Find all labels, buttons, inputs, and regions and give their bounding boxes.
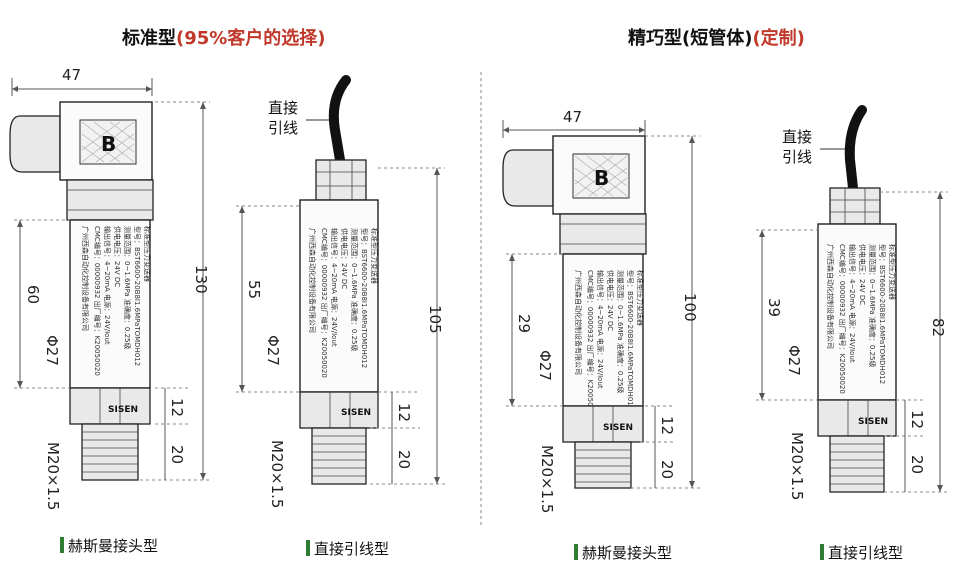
dim-body: 55 — [245, 280, 263, 299]
cable-label: 直接 — [782, 128, 812, 146]
dim-total: 82 — [929, 318, 947, 337]
nameplate-line: 标准型压力变送器 — [143, 226, 152, 282]
nameplate-line: 标准型压力变送器 — [636, 270, 645, 326]
dim-diameter: Φ27 — [785, 345, 803, 376]
cable-label: 引线 — [268, 119, 298, 137]
brand-mark: SISEN — [603, 423, 633, 433]
dim-total: 105 — [426, 305, 444, 334]
brand-mark: SISEN — [858, 417, 888, 427]
nameplate-line: 供电电压：24V DC — [113, 226, 122, 287]
dim-thread: 20 — [168, 445, 186, 464]
cable-label: 引线 — [782, 148, 812, 166]
nameplate-line: 广州西森自动化控制设备有限公司 — [308, 228, 317, 333]
dim-body: 29 — [515, 314, 533, 333]
diagram-compact-hirschmann: 47 B 标准型压力变送器 型号：BST6600-20B8I1.6MPaTOMD… — [502, 108, 700, 562]
brand-mark: SISEN — [108, 405, 138, 415]
dim-thread: 20 — [658, 460, 676, 479]
nameplate-line: 型号：BST6600-20B8I1.6MPaTOMDH012 — [878, 244, 887, 384]
nameplate-line: 广州西森自动化控制设备有限公司 — [81, 226, 90, 331]
dim-hex: 12 — [908, 410, 926, 429]
nameplate-line: 标准型压力变送器 — [370, 228, 379, 284]
dim-width: 47 — [563, 108, 582, 126]
nameplate-line: CMC编号：00000932 出厂编号：K20050020 — [838, 244, 847, 394]
nameplate-line: CMC编号：00000932 出厂编号：K20050020 — [320, 228, 329, 378]
dim-thread: 20 — [908, 455, 926, 474]
thread-spec: M20×1.5 — [268, 440, 286, 508]
dim-diameter: Φ27 — [43, 335, 61, 366]
dim-total: 130 — [192, 265, 210, 294]
dim-body: 60 — [24, 285, 42, 304]
cable-label: 直接 — [268, 99, 298, 117]
dim-total: 100 — [681, 293, 699, 322]
thread-spec: M20×1.5 — [538, 445, 556, 513]
nameplate-line: 供电电压：24V DC — [606, 270, 615, 331]
nameplate-line: 广州西森自动化控制设备有限公司 — [574, 270, 583, 375]
dim-hex: 12 — [395, 403, 413, 422]
caption: 直接引线型 — [314, 540, 389, 558]
nameplate-line: CMC编号：00000932 出厂编号：K20050020 — [586, 270, 595, 420]
caption: 赫斯曼接头型 — [68, 537, 158, 555]
caption: 赫斯曼接头型 — [582, 544, 672, 562]
dim-diameter: Φ27 — [264, 335, 282, 366]
dim-hex: 12 — [658, 416, 676, 435]
nameplate-line: 广州西森自动化控制设备有限公司 — [826, 244, 835, 349]
nameplate-line: 型号：BST6600-20B8I1.6MPaTOMDH012 — [360, 228, 369, 368]
diagram-standard-hirschmann: 47 B 标准型压力变送器 型号：BST6600-20B8I1.6MPaTOMD… — [9, 66, 210, 555]
connector-letter: B — [594, 166, 609, 190]
nameplate-line: 测量范围：0~1.6MPa 准确度：0.25级 — [616, 270, 625, 394]
diagram-compact-cable: 直接 引线 标准型压力变送器 型号：BST6600-20B8I1.6MPaTOM… — [756, 105, 948, 562]
dim-thread: 20 — [395, 450, 413, 469]
heading-compact: 精巧型(短管体)(定制) — [628, 27, 805, 49]
thread-spec: M20×1.5 — [44, 442, 62, 510]
nameplate-line: 输出信号：4~20mA 电源：24V/Iout — [330, 228, 339, 347]
nameplate-line: 测量范围：0~1.6MPa 准确度：0.25级 — [350, 228, 359, 352]
nameplate-line: 供电电压：24V DC — [858, 244, 867, 305]
nameplate-line: 测量范围：0~1.6MPa 准确度：0.25级 — [123, 226, 132, 350]
nameplate-line: 测量范围：0~1.6MPa 准确度：0.25级 — [868, 244, 877, 368]
diagram-standard-cable: 直接 引线 标准型压力变送器 型号：BST6600-20B8I1.6MPaTOM… — [236, 75, 445, 558]
nameplate-line: 型号：BST6600-20B8I1.6MPaTOMDH012 — [133, 226, 142, 366]
connector-letter: B — [101, 132, 116, 156]
nameplate-line: 输出信号：4~20mA 电源：24V/Iout — [103, 226, 112, 345]
nameplate-line: 标准型压力变送器 — [888, 244, 897, 300]
dim-width: 47 — [62, 66, 81, 84]
heading-standard: 标准型(95%客户的选择) — [121, 27, 326, 49]
nameplate-line: 输出信号：4~20mA 电源：24V/Iout — [848, 244, 857, 363]
nameplate-line: 供电电压：24V DC — [340, 228, 349, 289]
caption: 直接引线型 — [828, 544, 903, 562]
nameplate-line: 型号：BST6600-20B8I1.6MPaTOMDH012 — [626, 270, 635, 410]
thread-spec: M20×1.5 — [788, 432, 806, 500]
dim-hex: 12 — [168, 398, 186, 417]
dim-diameter: Φ27 — [536, 350, 554, 381]
brand-mark: SISEN — [341, 408, 371, 418]
dim-body: 39 — [765, 298, 783, 317]
nameplate-line: CMC编号：00000932 出厂编号：K20050020 — [93, 226, 102, 376]
nameplate-line: 输出信号：4~20mA 电源：24V/Iout — [596, 270, 605, 389]
